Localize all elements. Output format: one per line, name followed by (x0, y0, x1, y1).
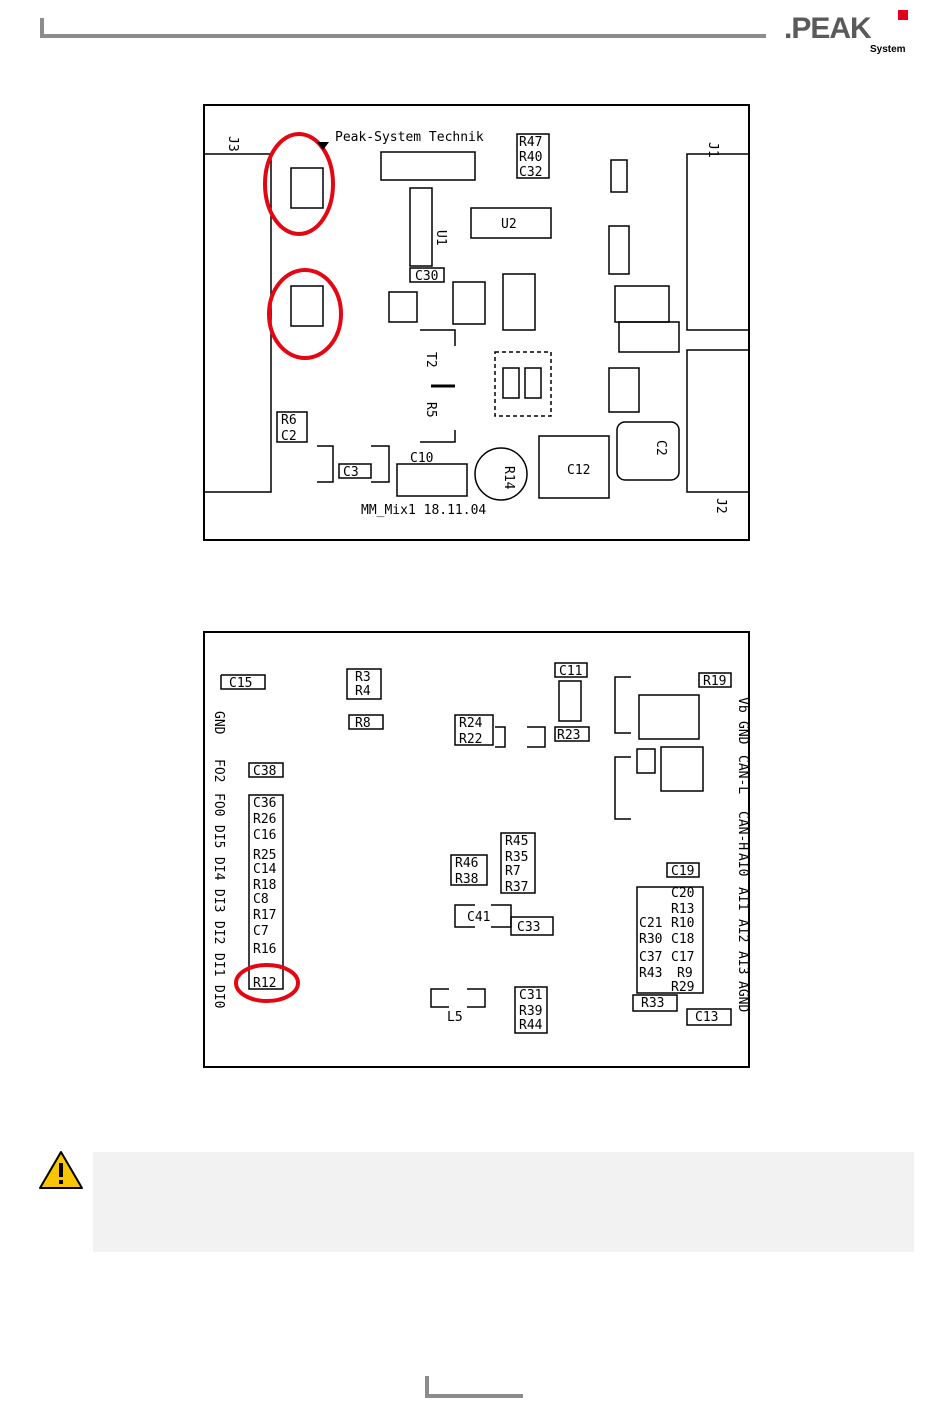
c30-label: C30 (415, 269, 438, 284)
r10-label: R10 (671, 916, 694, 931)
logo-text: .PEAK (784, 12, 872, 45)
t1-label: R5 (423, 402, 438, 418)
warning-note-box (93, 1152, 914, 1252)
r45-label: R45 (505, 834, 528, 849)
pin-fo0: FO0 (211, 793, 226, 816)
r44-label: R44 (519, 1018, 543, 1033)
j5-label: C10 (410, 451, 433, 466)
r4-label: R4 (355, 684, 371, 699)
pin-vb: Vb (735, 697, 748, 713)
r22-label: R22 (459, 732, 482, 747)
c38-label: C38 (253, 764, 276, 779)
pin-gnd-left: GND (211, 711, 226, 735)
r39-label: R39 (519, 1004, 542, 1019)
r8-label: R8 (355, 716, 371, 731)
pcb-bottom-view: C15 R3 R4 R8 C11 R24 R22 R23 R19 C38 C36… (203, 631, 750, 1068)
pin-ai1: AI1 (735, 887, 748, 910)
r30-label: R30 (639, 932, 662, 947)
pin-ai2: AI2 (735, 919, 748, 942)
pin-ai3: AI3 (735, 951, 748, 974)
r29-label: R29 (671, 980, 694, 995)
r3-label: R3 (355, 670, 371, 685)
c2-label: R6 (281, 413, 297, 428)
header-rule (40, 18, 766, 38)
r35-label: R35 (505, 850, 528, 865)
c11-label: C11 (559, 664, 582, 679)
c18-label: C18 (671, 932, 694, 947)
r23-label: R23 (557, 728, 580, 743)
pin-di2: DI2 (211, 921, 226, 944)
r37-label: R37 (505, 880, 528, 895)
c15-label: C15 (229, 676, 252, 691)
c21-label: C21 (639, 916, 662, 931)
r43-label: R43 (639, 966, 662, 981)
c14-label: C14 (253, 862, 277, 877)
pin-ai0: AI0 (735, 853, 748, 876)
pin-agnd: AGND (735, 981, 748, 1012)
r47-label: R47 (519, 135, 542, 150)
pin-gnd-right: GND (735, 721, 748, 745)
pin-di3: DI3 (211, 889, 226, 912)
c17-label: C17 (671, 950, 694, 965)
footer-page-mark (425, 1376, 523, 1398)
logo-accent-square (898, 10, 908, 20)
c12-label: R14 (501, 466, 516, 490)
c41-label: C41 (467, 910, 490, 925)
board-title-label: Peak-System Technik (335, 130, 484, 145)
r38-label: R38 (455, 872, 478, 887)
pin-can-h: CAN-H (735, 811, 748, 850)
r16-label: R16 (253, 942, 276, 957)
pin-fo2: FO2 (211, 759, 226, 782)
r7-label: R7 (505, 864, 521, 879)
c19-label: C19 (671, 864, 694, 879)
c37-label: C37 (639, 950, 662, 965)
r33-label: R33 (641, 996, 664, 1011)
pin-di5: DI5 (211, 825, 226, 848)
r17-label: R17 (253, 908, 276, 923)
r25-label: R25 (253, 848, 276, 863)
r26-label: R26 (253, 812, 276, 827)
pin-di4: DI4 (211, 857, 226, 881)
c33-label: C33 (517, 920, 540, 935)
u1-label: U1 (433, 230, 448, 246)
pin-di1: DI1 (211, 953, 226, 976)
u2-label: U2 (501, 217, 517, 232)
c16-label: C16 (253, 828, 276, 843)
r12-label: R12 (253, 976, 276, 991)
j3-label: J3 (225, 136, 240, 152)
warning-triangle-icon (39, 1151, 83, 1189)
c13-label: C13 (695, 1010, 718, 1025)
c20-label: C20 (671, 886, 694, 901)
r46-label: R46 (455, 856, 478, 871)
pin-di0: DI0 (211, 985, 226, 1008)
r18-label: R18 (253, 878, 276, 893)
r40-label: R40 (519, 150, 542, 165)
pcb-bottom-drawing: C15 R3 R4 R8 C11 R24 R22 R23 R19 C38 C36… (211, 662, 748, 1034)
c8-label: C8 (253, 892, 269, 907)
board-version-label: MM_Mix1 18.11.04 (361, 503, 486, 518)
l5-label: L5 (447, 1010, 463, 1025)
pcb-top-drawing: Peak-System Technik MM_Mix1 18.11.04 U1 … (205, 130, 748, 518)
r9-label: R9 (677, 966, 693, 981)
j2-label: J2 (713, 498, 728, 514)
logo-subtext: System (870, 44, 906, 55)
r14-label: C3 (343, 465, 359, 480)
c32-label: C32 (519, 165, 542, 180)
pcb-top-view: Peak-System Technik MM_Mix1 18.11.04 U1 … (203, 104, 750, 541)
pin-can-l: CAN-L (735, 755, 748, 794)
t2-label: T2 (423, 352, 438, 368)
peak-system-logo: .PEAK System (784, 10, 914, 60)
c7-label: C7 (253, 924, 269, 939)
l3-label: C12 (567, 463, 590, 478)
c3-label: C2 (281, 429, 297, 444)
r24-label: R24 (459, 716, 483, 731)
c31-label: C31 (519, 988, 542, 1003)
r19-label: R19 (703, 674, 726, 689)
c36-label: C36 (253, 796, 276, 811)
j1-label: J1 (705, 142, 720, 158)
c10-label: C2 (653, 440, 668, 456)
r13-label: R13 (671, 902, 694, 917)
